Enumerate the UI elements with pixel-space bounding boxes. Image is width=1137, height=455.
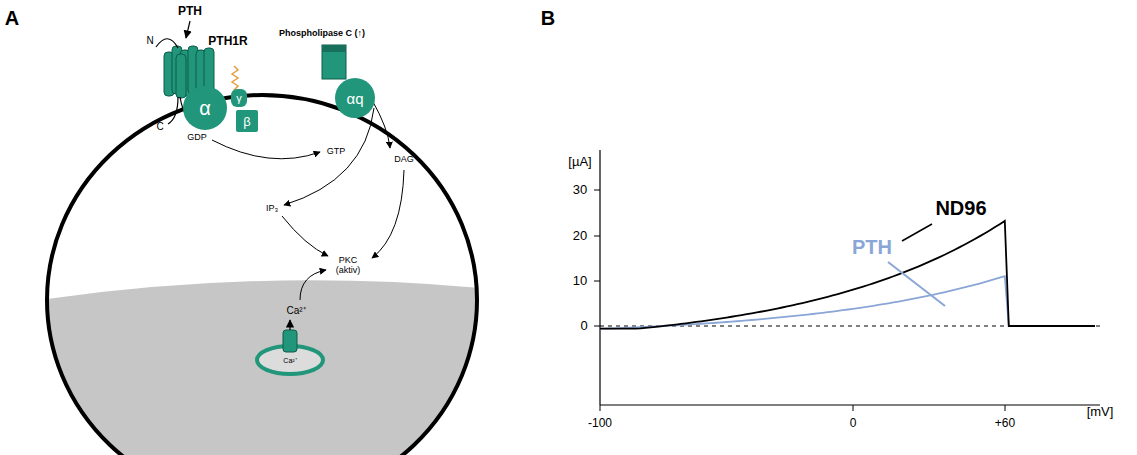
calcium-pkc-arrow — [300, 270, 326, 300]
nd96-curve — [600, 221, 1095, 329]
helix — [176, 54, 186, 98]
chart-label: 0 — [580, 319, 587, 333]
channel-arrow — [289, 320, 290, 330]
y-tick — [594, 281, 600, 282]
x-tick — [853, 405, 854, 411]
calcium-channel — [283, 330, 297, 352]
pth-curve — [600, 276, 1095, 329]
chart-label: ND96 — [935, 197, 986, 219]
cytoplasm-region — [40, 280, 480, 455]
chart-label: -100 — [588, 417, 612, 430]
phospholipase-top — [322, 45, 346, 52]
subunit-label: α — [199, 98, 211, 118]
alpha-subunit: α — [183, 86, 227, 130]
chart-label: +60 — [995, 417, 1015, 430]
part-label: C — [156, 121, 163, 132]
x-axis — [600, 404, 1100, 405]
curve-group — [600, 221, 1095, 329]
part-label: IP₃ — [266, 204, 278, 214]
phospholipase-symbol — [322, 45, 346, 79]
y-tick — [594, 190, 600, 191]
chart-label: PTH — [852, 236, 892, 258]
panel-letter: B — [541, 7, 555, 29]
subunit-label: αq — [346, 91, 363, 106]
chart-label: 0 — [850, 417, 857, 430]
activation-arrow — [212, 140, 320, 159]
binding-arrow — [186, 21, 190, 38]
beta-subunit: β — [236, 110, 258, 132]
subunit-label: γ — [236, 93, 242, 104]
part-label: DAG — [394, 155, 414, 165]
panel-letter: A — [5, 7, 19, 29]
part-label: Phospholipase C (↑) — [279, 29, 365, 39]
x-tick — [1005, 405, 1006, 411]
part-label: GDP — [187, 133, 207, 143]
y-tick — [594, 236, 600, 237]
ip3-pkc-arrow — [282, 216, 328, 256]
part-label: N — [146, 35, 153, 46]
gamma-subunit: γ — [231, 89, 247, 107]
part-label: Ca²⁺ — [286, 305, 305, 316]
part-label: Ca²⁺ — [283, 357, 296, 365]
n-terminus-line — [156, 39, 178, 48]
leader-line — [902, 224, 932, 241]
chart-label: [mV] — [1087, 405, 1114, 419]
x-tick — [600, 405, 601, 411]
dag-pkc-arrow — [372, 170, 404, 258]
part-label: GTP — [327, 147, 346, 157]
lipid-anchor — [232, 66, 238, 90]
ip3-arrow — [284, 108, 374, 205]
part-label: PTH — [178, 5, 202, 18]
chart-label: 10 — [573, 274, 587, 288]
dag-arrow — [372, 100, 390, 148]
part-label: PKC (aktiv) — [328, 256, 368, 276]
y-axis — [599, 150, 600, 405]
part-label: PTH1R — [208, 35, 247, 48]
cell-membrane — [47, 95, 477, 455]
chart-label: 30 — [573, 183, 587, 197]
leader-line — [888, 262, 945, 306]
chart-label: 20 — [573, 229, 587, 243]
subunit-label: β — [243, 115, 250, 128]
chart-label: [µA] — [568, 155, 591, 169]
alpha-q-subunit: αq — [335, 78, 375, 118]
y-tick — [594, 326, 600, 327]
